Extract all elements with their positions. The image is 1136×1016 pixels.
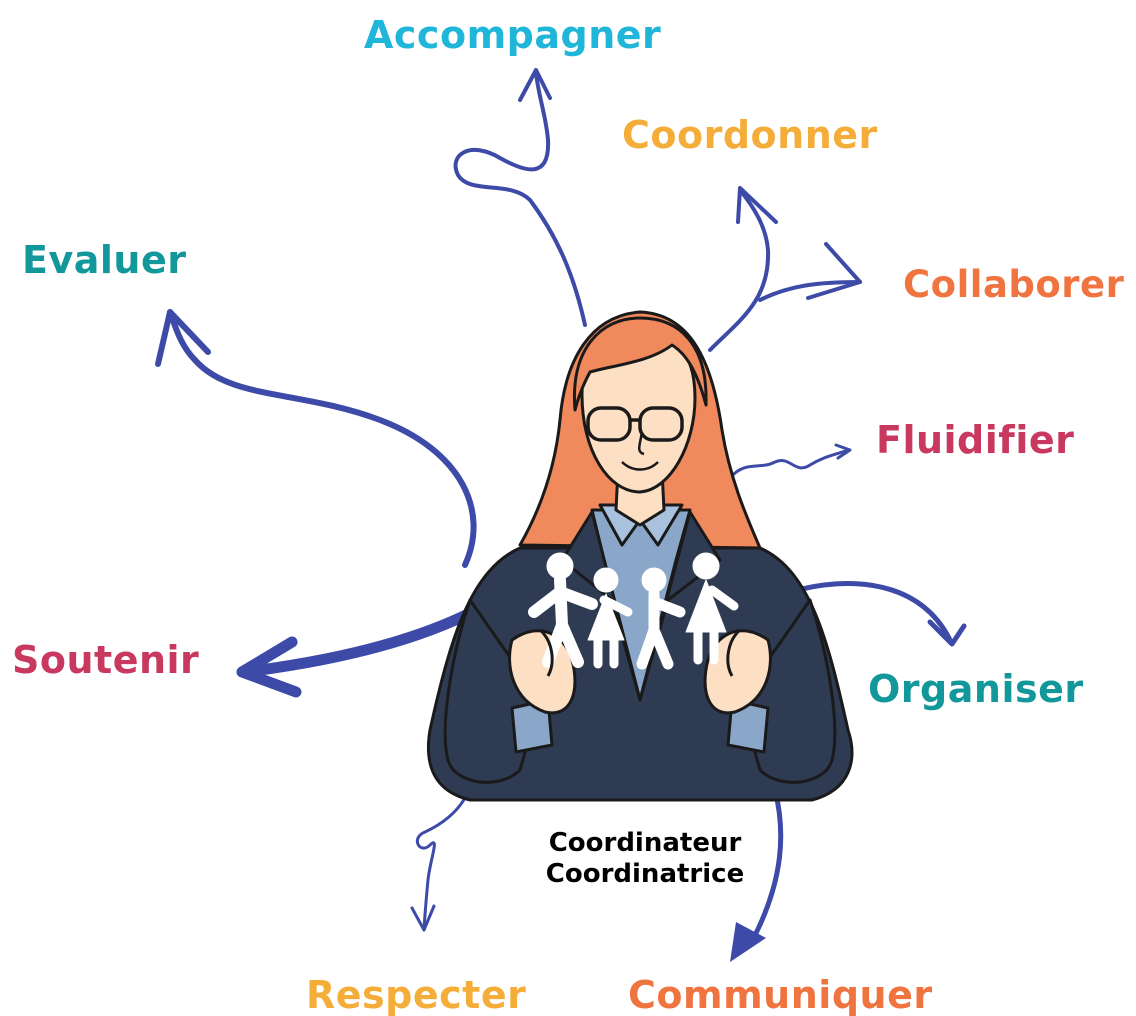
thumb-right xyxy=(726,628,742,677)
collar xyxy=(598,503,684,547)
label-accompagner: Accompagner xyxy=(364,13,662,57)
paper-figure-4-limbs xyxy=(693,585,739,665)
paper-figure-2-dress xyxy=(587,593,625,641)
person-illustration xyxy=(426,310,854,802)
arrow-respecter xyxy=(415,796,467,930)
arrow-soutenir-head xyxy=(236,636,302,698)
nose xyxy=(638,431,645,456)
caption-line-1: Coordinateur xyxy=(548,828,742,858)
smile xyxy=(621,461,659,471)
hand-right xyxy=(703,629,772,715)
label-coordonner: Coordonner xyxy=(622,113,878,157)
caption-line-2: Coordinatrice xyxy=(545,859,745,889)
paper-chain-people xyxy=(528,552,739,670)
paper-figure-2-head xyxy=(593,567,619,593)
arrow-organiser xyxy=(787,581,953,643)
paper-figure-2-limbs xyxy=(593,595,633,669)
glasses xyxy=(586,406,684,442)
paper-figure-3-head xyxy=(641,567,667,593)
label-respecter: Respecter xyxy=(306,973,527,1016)
arrow-accompagner-head xyxy=(518,68,552,102)
arrow-communiquer xyxy=(747,787,784,948)
label-evaluer: Evaluer xyxy=(22,238,187,282)
arrow-coordonner-head xyxy=(736,186,778,224)
label-communiquer: Communiquer xyxy=(628,973,933,1016)
paper-figure-3-body xyxy=(636,588,686,670)
arrow-evaluer-head xyxy=(155,309,211,367)
arrow-communiquer-head-fill xyxy=(730,922,766,962)
paper-figure-4-head xyxy=(692,552,720,580)
hand-left xyxy=(508,629,577,715)
paper-figure-4-dress xyxy=(685,579,727,633)
role-caption: Coordinateur Coordinatrice xyxy=(520,828,770,890)
arrow-coordonner xyxy=(708,188,771,352)
label-fluidifier: Fluidifier xyxy=(876,418,1075,462)
arrow-evaluer xyxy=(167,309,477,568)
arrow-soutenir xyxy=(239,602,486,678)
paper-figure-1-body xyxy=(528,574,598,668)
arrow-organiser-head xyxy=(927,619,967,647)
thumb-left xyxy=(538,628,554,677)
label-collaborer: Collaborer xyxy=(903,263,1125,306)
arrow-collaborer-head xyxy=(806,242,862,300)
arrow-collaborer xyxy=(758,280,862,302)
arrow-fluidifier xyxy=(728,448,850,480)
label-soutenir: Soutenir xyxy=(12,638,200,682)
hair-front xyxy=(572,316,708,412)
arrow-respecter-head xyxy=(410,904,436,932)
arrow-fluidifier-head xyxy=(834,443,852,460)
arrow-accompagner xyxy=(453,70,587,327)
label-organiser: Organiser xyxy=(868,667,1084,711)
